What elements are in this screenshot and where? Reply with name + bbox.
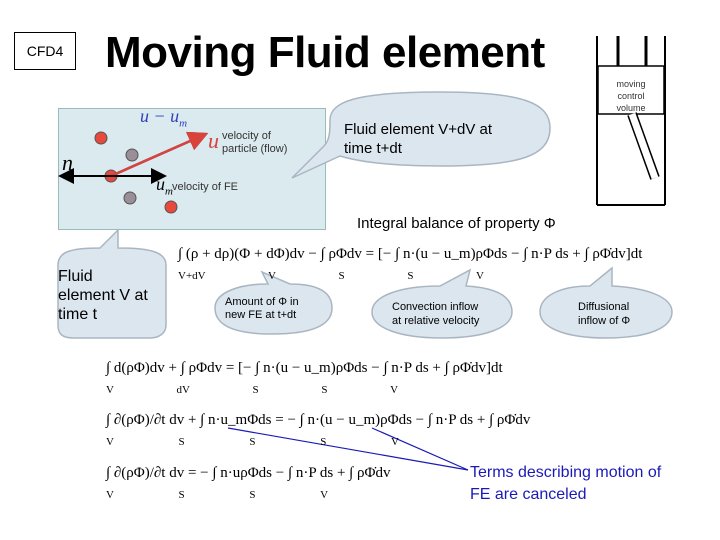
particle-red-1 [94,131,108,145]
element-t-line-3: time t [58,306,98,323]
equation-1: ∫ (ρ + dρ)(Φ + dΦ)dv − ∫ ρΦdv = [− ∫ n·(… [178,246,643,262]
piston-label-line-3: volume [616,103,646,113]
callout-diffusion [539,266,673,339]
cancel-line-1 [227,427,469,471]
piston-label-line-1: moving [616,79,646,89]
eq3-limit-1: V [106,436,114,448]
element-tdt-line-1: Fluid element V+dV at [344,121,493,138]
diffusion-line-1: Diffusional [578,301,630,313]
amount-line-2: new FE at t+dt [225,309,297,321]
callout-element-tdt [291,91,551,179]
equation-3-limits: V S S S V [106,436,399,448]
eq4-limit-2: S [178,489,185,501]
element-tdt-text: Fluid element V+dV at time t+dt [344,120,492,158]
eq1-limit-1: V+dV [178,270,206,282]
equation-2-limits: V dV S S V [106,384,398,396]
piston-drawing [596,36,666,206]
eq1-limit-5: V [476,270,484,282]
eq1-limit-2: V [267,270,276,282]
badge: CFD4 [14,32,76,70]
equation-3: ∫ ∂(ρΦ)/∂t dv + ∫ n·u_mΦds = − ∫ n·(u − … [106,412,531,428]
piston-label-line-2: control [617,91,645,101]
eq3-limit-3: S [249,436,256,448]
normal-symbol: n [62,150,73,175]
convection-line-1: Convection inflow [392,301,479,313]
eq2-limit-4: S [321,384,328,396]
particle-gray-1 [125,148,139,162]
eq3-limit-5: V [390,436,399,448]
callout-convection [371,268,513,339]
convection-line-2: at relative velocity [392,315,480,327]
particle-velocity-symbol: u [208,128,219,153]
callout-element-t [57,228,167,339]
fe-velocity-symbol: um [156,174,173,198]
eq1-limit-4: S [407,270,414,282]
canceled-note-line-1: Terms describing motion of [470,464,662,481]
relative-velocity-label: u − um [140,106,188,130]
integral-balance-label: Integral balance of property Φ [357,215,556,232]
diffusion-text: Diffusional inflow of Φ [578,300,630,328]
eq3-limit-4: S [320,436,327,448]
particle-velocity-label: velocity of particle (flow) [222,130,287,156]
slide-title: Moving Fluid element [105,28,545,77]
eq3-limit-2: S [178,436,185,448]
particle-velocity-line-2: particle (flow) [222,143,288,155]
eq2-limit-3: S [252,384,259,396]
element-t-line-1: Fluid [58,268,93,285]
eq4-limit-1: V [106,489,114,501]
particle-red-3 [164,200,178,214]
amount-text: Amount of Φ in new FE at t+dt [225,296,299,322]
canceled-note-line-2: FE are canceled [470,486,587,503]
convection-text: Convection inflow at relative velocity [392,300,479,328]
piston-label: moving control volume [603,78,659,114]
equation-1-limits: V+dV V S S V [178,270,484,282]
element-t-line-2: element V at [58,287,148,304]
eq2-limit-1: V [106,384,114,396]
vector-particle [110,131,209,178]
particle-gray-2 [123,191,137,205]
cancel-line-2 [371,427,469,471]
canceled-note: Terms describing motion of FE are cancel… [470,462,661,506]
particle-velocity-line-1: velocity of [222,130,271,142]
element-t-text: Fluid element V at time t [58,267,148,324]
callout-amount [214,270,333,335]
fe-velocity-label: velocity of FE [172,181,239,193]
eq4-limit-3: S [249,489,256,501]
equation-4-limits: V S S V [106,489,328,501]
eq2-limit-5: V [390,384,399,396]
eq2-limit-2: dV [176,384,190,396]
eq1-limit-3: S [338,270,345,282]
equation-4: ∫ ∂(ρΦ)/∂t dv = − ∫ n·uρΦds − ∫ n·P ds +… [106,465,391,481]
amount-line-1: Amount of Φ in [225,296,299,308]
equation-2: ∫ d(ρΦ)dv + ∫ ρΦdv = [− ∫ n·(u − u_m)ρΦd… [106,360,503,376]
eq4-limit-4: V [320,489,329,501]
element-tdt-line-2: time t+dt [344,140,402,157]
diffusion-line-2: inflow of Φ [578,315,631,327]
